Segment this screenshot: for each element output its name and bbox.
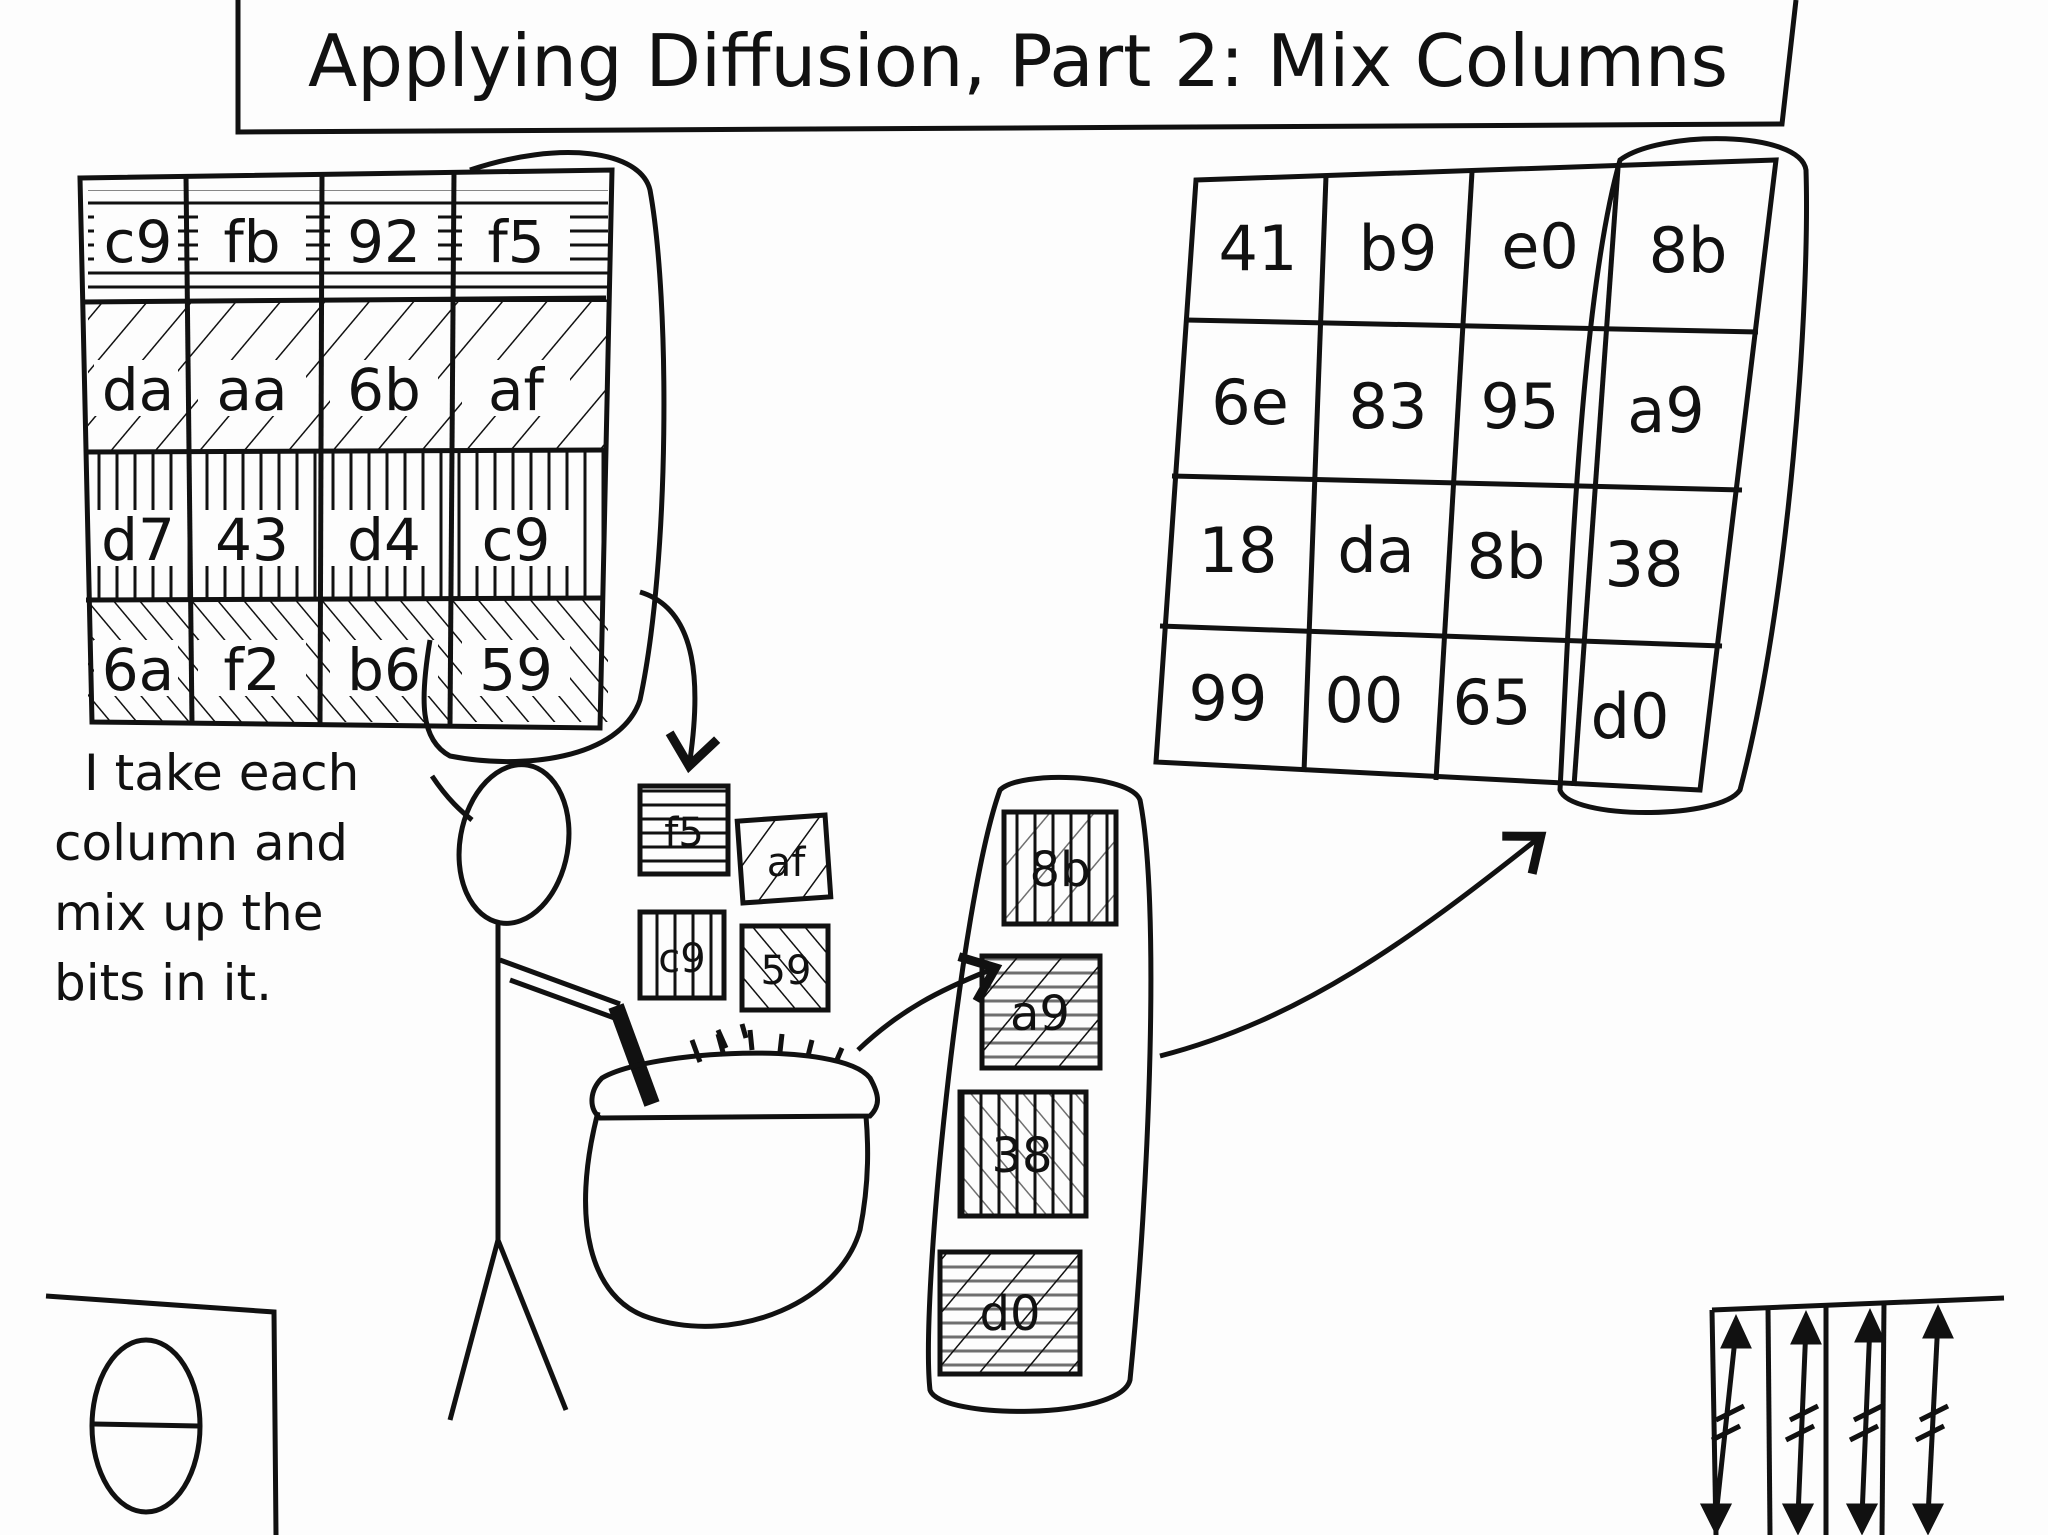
output-cell: da [1337, 514, 1414, 587]
arrow-to-bowl [639, 589, 721, 774]
arrow-to-mixed-column [856, 952, 1003, 1052]
input-cell: c9 [482, 506, 551, 574]
caption-line: mix up the [54, 884, 323, 942]
input-cell: d7 [101, 506, 175, 574]
mixed-column-value: d0 [979, 1286, 1040, 1342]
output-cell: 8b [1467, 520, 1546, 593]
input-cell: 43 [215, 506, 289, 574]
column-highlight-loop [421, 150, 667, 765]
output-cell: 18 [1199, 514, 1278, 587]
mixed-column: 8b a9 38 d0 [925, 774, 1154, 1414]
output-row-3: 18 da 8b 38 [1199, 514, 1684, 601]
input-cell: d4 [347, 506, 421, 574]
input-cell: fb [223, 208, 280, 276]
mixed-column-value: a9 [1010, 986, 1070, 1042]
input-cell: 6b [347, 356, 421, 424]
output-cell: a9 [1627, 374, 1704, 447]
input-cell: 59 [479, 636, 553, 704]
output-cell: 38 [1605, 528, 1684, 601]
input-cell: f2 [223, 636, 280, 704]
output-cell: 00 [1325, 664, 1404, 737]
output-cell: b9 [1359, 212, 1438, 285]
output-cell: 8b [1649, 214, 1728, 287]
page-title: Applying Diffusion, Part 2: Mix Columns [308, 19, 1728, 103]
input-cell: c9 [104, 208, 173, 276]
input-cell: f5 [487, 208, 544, 276]
input-cell: 6a [102, 636, 174, 704]
output-cell: 99 [1189, 662, 1268, 735]
column-squares: f5 af c9 59 [637, 783, 834, 1013]
mixed-column-value: 38 [991, 1128, 1052, 1184]
caption-line: I take each [84, 744, 359, 802]
output-cell: 6e [1211, 366, 1289, 439]
input-cell: 92 [347, 208, 421, 276]
output-cell: 41 [1219, 212, 1298, 285]
input-row-2: da aa 6b af [94, 356, 570, 424]
mixed-column-value: 8b [1029, 842, 1090, 898]
output-cell: e0 [1501, 210, 1579, 283]
mixing-spoon [608, 1003, 660, 1107]
title-box: Applying Diffusion, Part 2: Mix Columns [235, 0, 1799, 135]
caption-line: bits in it. [54, 954, 272, 1012]
bowl-square-label: af [767, 840, 807, 886]
stick-figure [429, 762, 621, 1421]
input-cell: aa [216, 356, 287, 424]
bowl-square-label: c9 [658, 936, 705, 982]
output-cell: 65 [1453, 666, 1532, 739]
output-state-grid: 41 b9 e0 8b 6e 83 95 a9 18 da 8b 38 99 0… [1153, 136, 1809, 815]
output-row-4: 99 00 65 d0 [1189, 662, 1670, 753]
output-cell: 83 [1349, 370, 1428, 443]
output-row-1: 41 b9 e0 8b [1219, 210, 1728, 287]
input-cell: da [102, 356, 174, 424]
output-cell: 95 [1481, 370, 1560, 443]
input-row-4: 6a f2 b6 59 [94, 636, 570, 704]
input-cell: af [488, 356, 546, 424]
arrow-to-output [1159, 831, 1547, 1059]
caption-line: column and [54, 814, 348, 872]
input-state-grid: c9 fb 92 f5 da aa 6b af d7 43 d4 c9 [77, 150, 667, 765]
caption: I take each column and mix up the bits i… [54, 744, 359, 1012]
input-row-3: d7 43 d4 c9 [94, 506, 570, 574]
bowl-square-label: f5 [664, 810, 704, 856]
input-cell: b6 [347, 636, 421, 704]
mixing-bowl [583, 1023, 880, 1329]
bowl-square-label: 59 [761, 948, 812, 994]
input-row-1: c9 fb 92 f5 [94, 208, 570, 276]
output-cell: d0 [1591, 680, 1670, 753]
previous-step-icon [45, 1293, 279, 1535]
mix-columns-icon [1699, 1295, 2005, 1535]
output-column-highlight [1557, 136, 1809, 815]
output-row-2: 6e 83 95 a9 [1211, 366, 1705, 447]
